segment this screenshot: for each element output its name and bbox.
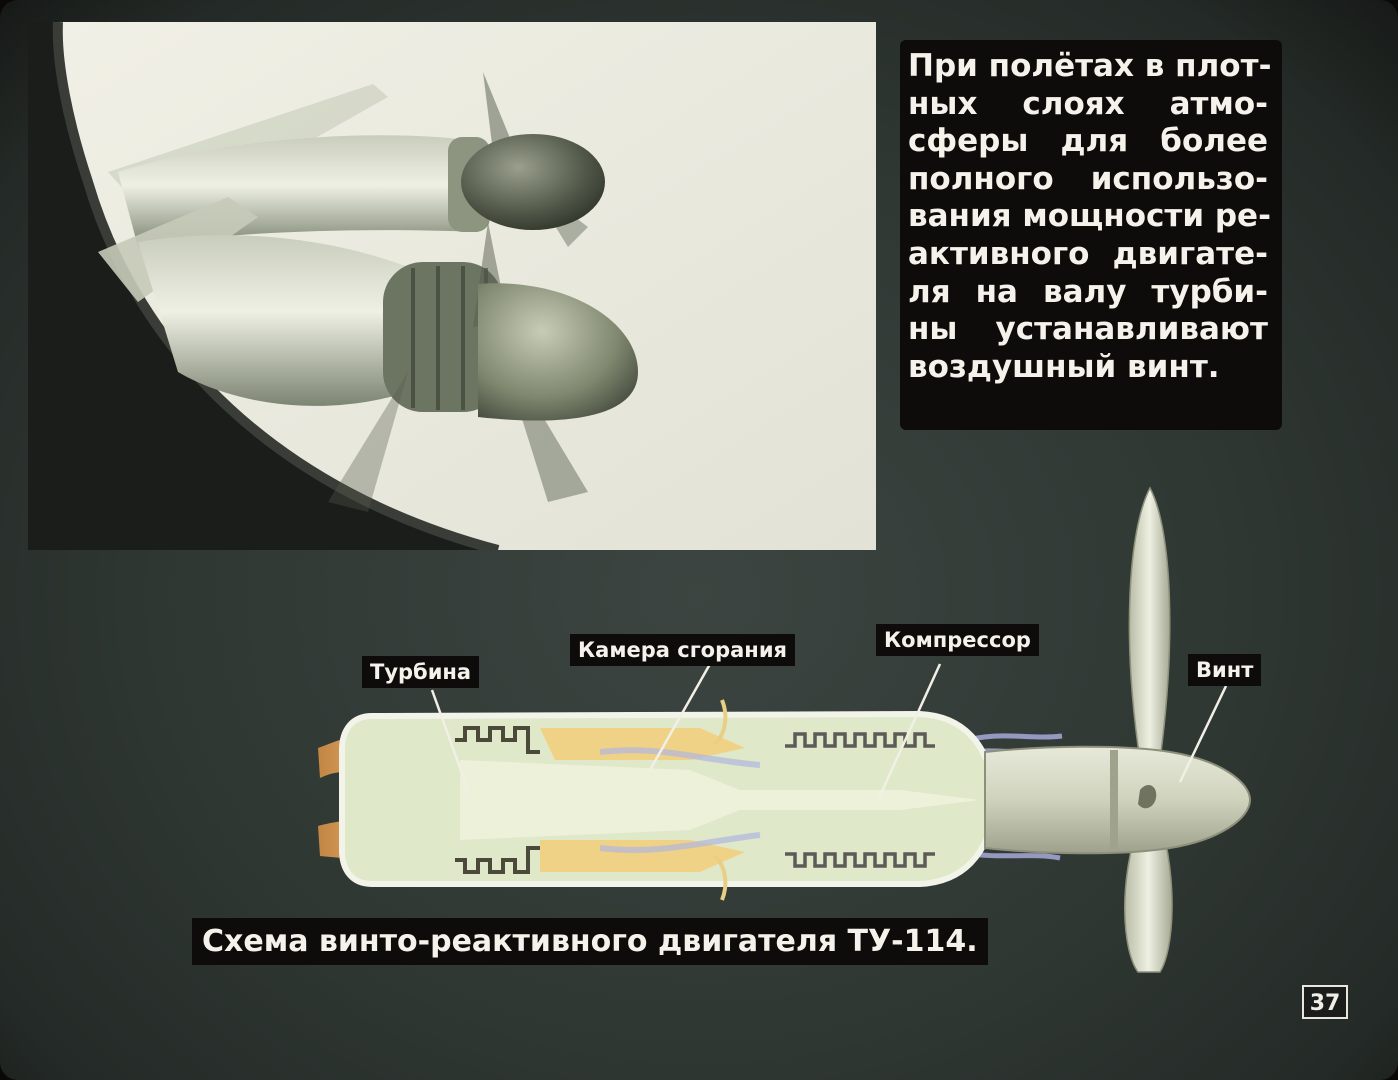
propeller-blade-top: [1128, 486, 1171, 761]
engine-photo-illustration: [28, 22, 876, 550]
engine-photo: [28, 22, 876, 550]
propeller-leader-line: [1178, 685, 1228, 783]
description-line: полного использо-: [908, 160, 1268, 197]
description-text: При полётах в плот- ных слоях атмо- сфер…: [900, 40, 1282, 430]
compressor-leader-line: [876, 663, 942, 801]
label-compressor: Компрессор: [876, 624, 1039, 656]
description-line: При полётах в плот-: [908, 48, 1272, 84]
description-line: воздушный винт.: [908, 348, 1220, 385]
combustion-chamber-top: [540, 728, 745, 760]
label-combustion-chamber: Камера сгорания: [570, 634, 796, 666]
page-number: 37: [1302, 985, 1348, 1019]
description-line: ля на валу турби-: [908, 273, 1268, 310]
combustion-chamber-bottom: [540, 840, 745, 872]
label-turbine: Турбина: [362, 656, 480, 688]
description-line: вания мощности ре-: [908, 198, 1271, 235]
description-line: сферы для более: [908, 123, 1268, 160]
turbine-leader-line: [430, 689, 470, 791]
combustion-leader-line: [648, 663, 712, 771]
propeller-blade-bottom: [1124, 819, 1173, 973]
diagram-caption: Схема винто-реактивного двигателя ТУ-114…: [192, 918, 988, 965]
label-propeller: Винт: [1188, 654, 1262, 686]
description-line: ных слоях атмо-: [908, 85, 1268, 122]
description-line: активного двигате-: [908, 235, 1268, 272]
description-line: ны устанавливают: [908, 311, 1268, 348]
